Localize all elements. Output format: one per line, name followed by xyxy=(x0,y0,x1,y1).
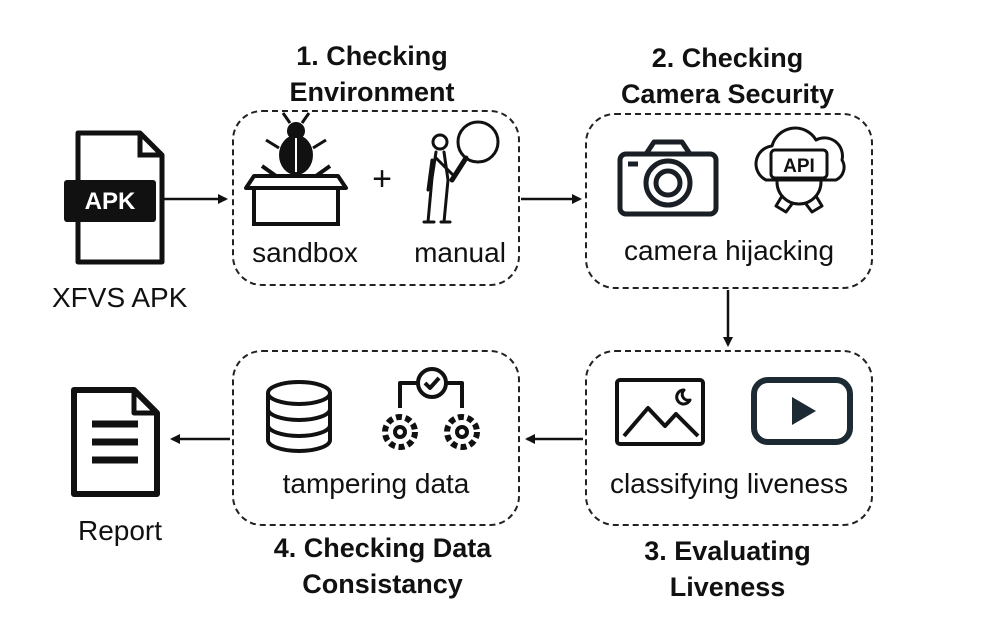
camera-icon xyxy=(617,139,719,217)
tampering-data-label: tampering data xyxy=(282,468,470,499)
database-icon xyxy=(266,380,332,453)
input-label: XFVS APK xyxy=(52,282,188,313)
step1-box xyxy=(232,110,520,286)
api-icon-text: API xyxy=(783,156,815,177)
image-icon xyxy=(615,378,705,446)
step1-title: 1. Checking Environment xyxy=(289,41,455,107)
step2-box xyxy=(585,113,873,289)
camera-hijacking-label: camera hijacking xyxy=(623,235,835,266)
bug-in-box-icon xyxy=(244,112,348,226)
apk-icon-text: APK xyxy=(85,188,136,215)
api-gear-icon: API xyxy=(754,126,846,214)
apk-file-icon: APK xyxy=(64,130,165,265)
manual-label: manual xyxy=(414,237,506,268)
step2-title: 2. Checking Camera Security xyxy=(620,43,835,109)
step4-title: 4. Checking Data Consistancy xyxy=(273,533,492,599)
gears-check-icon xyxy=(382,367,480,450)
sandbox-label: sandbox xyxy=(252,237,358,268)
classifying-liveness-label: classifying liveness xyxy=(609,468,849,499)
step4-box xyxy=(232,350,520,526)
plus-sign: + xyxy=(372,160,392,198)
report-document-icon xyxy=(71,387,160,497)
report-label: Report xyxy=(77,515,163,546)
video-play-icon xyxy=(751,377,853,445)
step3-box xyxy=(585,350,873,526)
step3-title: 3. Evaluating Liveness xyxy=(644,536,811,602)
person-magnifier-icon xyxy=(422,120,500,224)
